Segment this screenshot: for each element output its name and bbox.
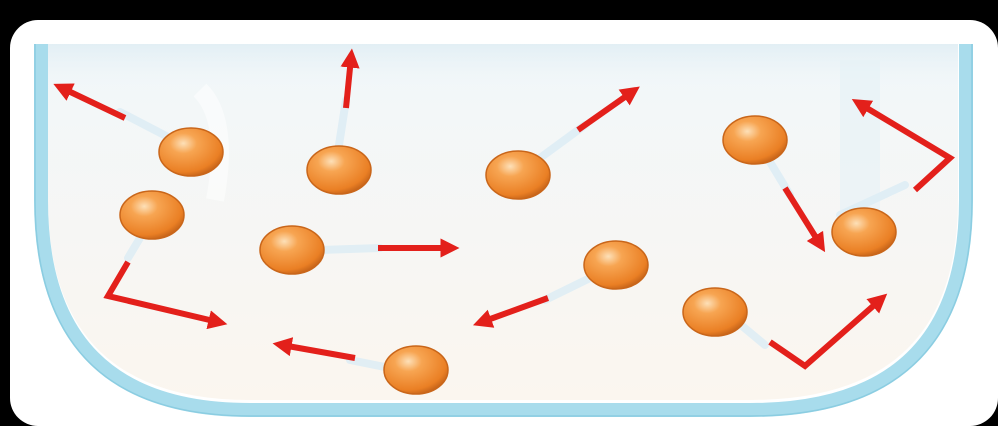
orange-sphere-icon [832, 208, 896, 256]
orange-sphere-icon [384, 346, 448, 394]
orange-sphere-icon [584, 241, 648, 289]
orange-sphere-icon [683, 288, 747, 336]
orange-sphere-icon [159, 128, 223, 176]
container-interior [48, 44, 958, 400]
orange-sphere-icon [260, 226, 324, 274]
orange-sphere-icon [486, 151, 550, 199]
orange-sphere-icon [723, 116, 787, 164]
orange-sphere-icon [307, 146, 371, 194]
orange-sphere-icon [120, 191, 184, 239]
motion-trail [320, 248, 380, 250]
container-top-shading [48, 44, 958, 94]
